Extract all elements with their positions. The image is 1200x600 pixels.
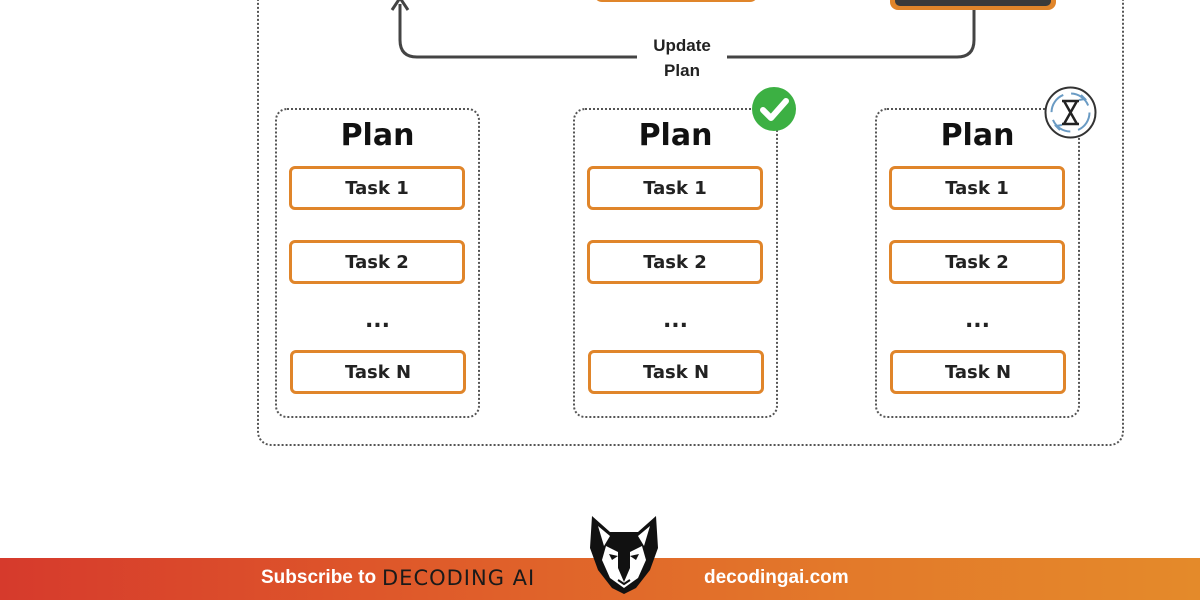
site-link[interactable]: decodingai.com [704,567,849,588]
task-ellipsis: ... [964,308,991,333]
plan-card-1: Plan Task 1 Task 2 ... Task N [275,108,480,418]
check-icon [752,87,796,131]
outer-container [257,0,1124,446]
hourglass-sync-icon [1044,86,1097,139]
plan-title: Plan [940,118,1015,153]
plan-title: Plan [638,118,713,153]
task-n: Task N [290,350,466,394]
subscribe-text: Subscribe to [261,567,377,588]
brand-name: DECODING AI [382,566,536,590]
task-1: Task 1 [889,166,1065,210]
task-n: Task N [588,350,764,394]
task-2: Task 2 [587,240,763,284]
task-2: Task 2 [889,240,1065,284]
plan-card-3: Plan Task 1 Task 2 ... Task N [875,108,1080,418]
update-label-line2: Plan [664,61,700,80]
update-plan-arrow [390,0,976,59]
task-2: Task 2 [289,240,465,284]
update-label-line1: Update [653,36,711,55]
task-ellipsis: ... [662,308,689,333]
task-ellipsis: ... [364,308,391,333]
arrow-up-icon [390,0,410,11]
task-n: Task N [890,350,1066,394]
cat-logo-icon [590,516,658,594]
task-1: Task 1 [587,166,763,210]
update-plan-label: Update Plan [637,33,727,83]
top-box-partial-right-fill [895,0,1051,6]
plan-card-2: Plan Task 1 Task 2 ... Task N [573,108,778,418]
task-1: Task 1 [289,166,465,210]
plan-title: Plan [340,118,415,153]
